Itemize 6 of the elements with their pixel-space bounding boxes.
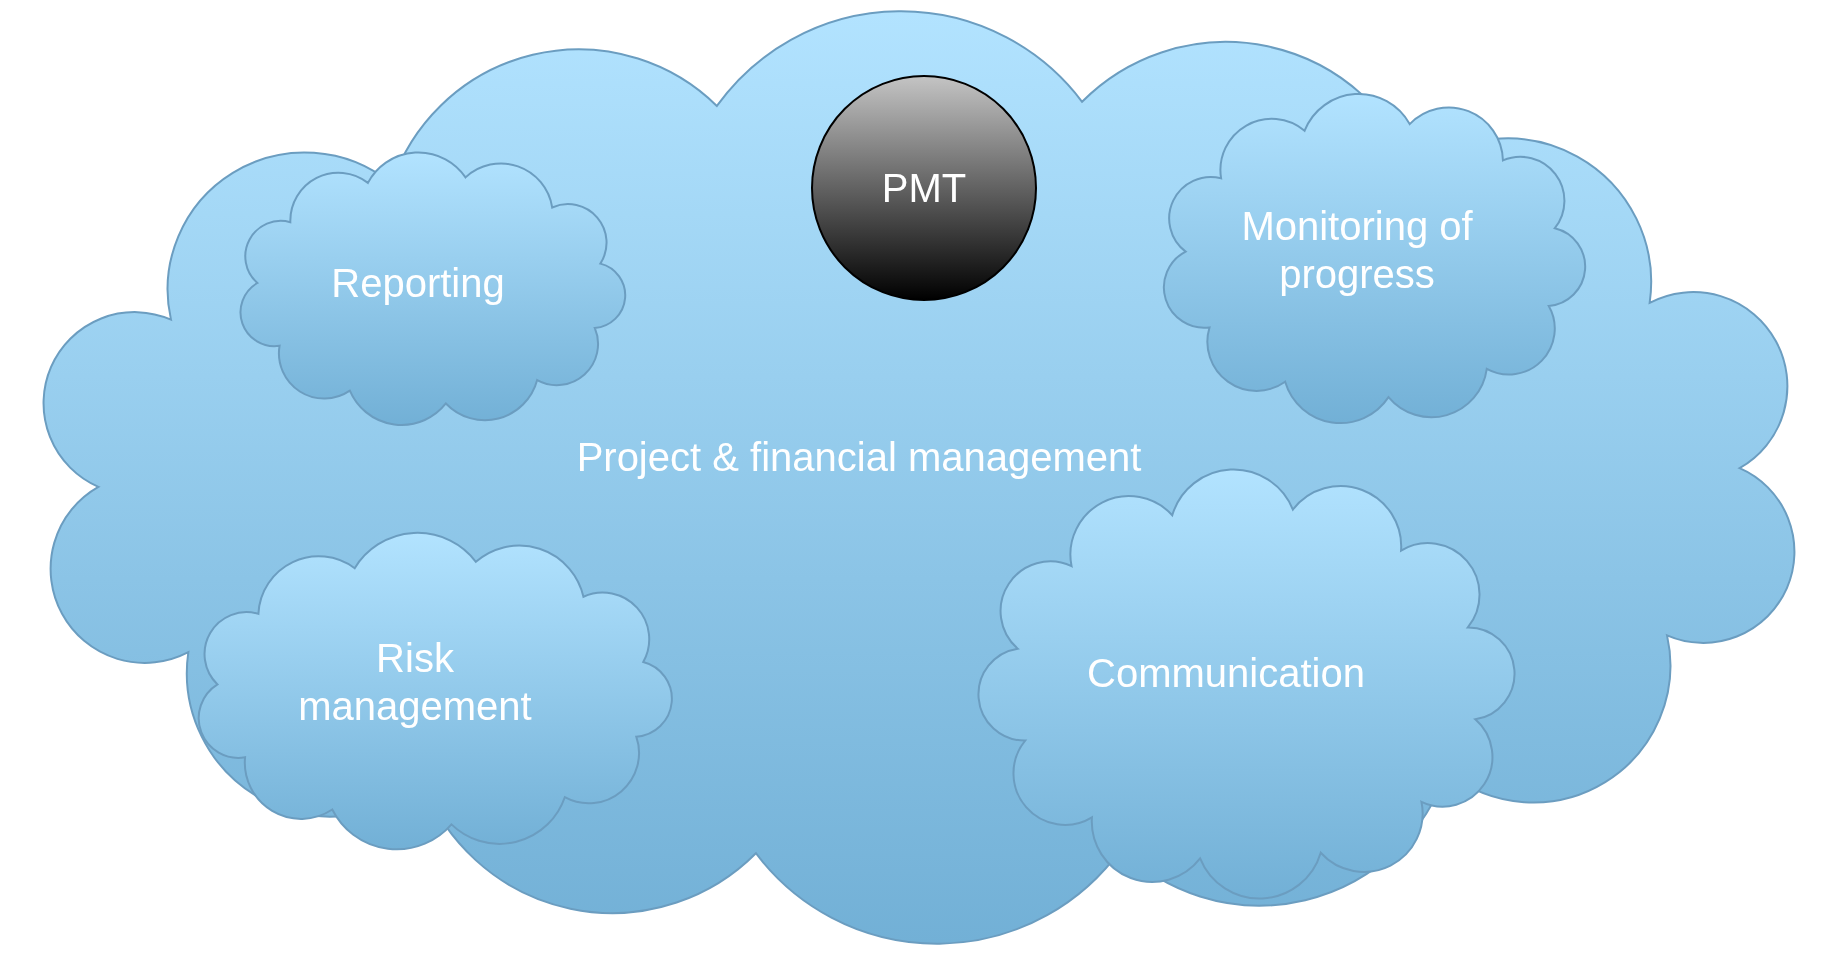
cloud-label: Reporting bbox=[330, 260, 506, 307]
cloud-label: Risk management bbox=[297, 635, 533, 730]
cloud-label: Monitoring of progress bbox=[1240, 203, 1474, 298]
cloud-label: Communication bbox=[1086, 650, 1366, 697]
cloud-label: PMT bbox=[880, 165, 968, 212]
cloud-label: Project & financial management bbox=[575, 434, 1143, 481]
